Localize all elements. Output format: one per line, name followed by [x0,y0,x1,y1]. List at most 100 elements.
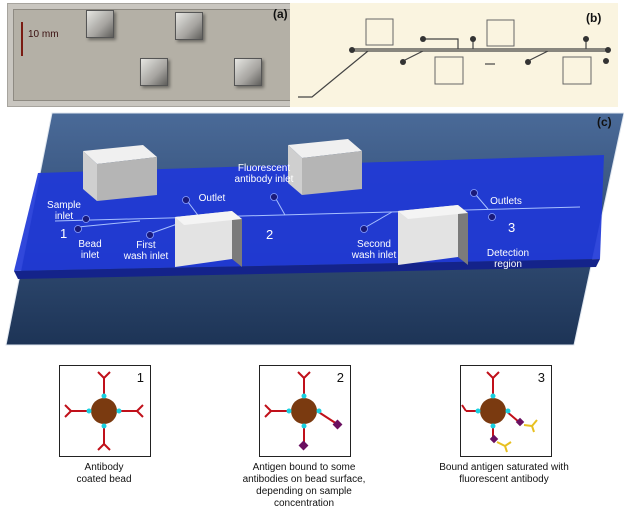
bead [291,398,317,424]
port-6 [583,36,589,42]
stage-1-box: 1 [59,365,151,457]
fluorescent-antibody-2 [523,419,538,433]
bead-diagram-2 [264,371,343,451]
magnet-1-top [83,145,157,164]
stage-3-marker: 3 [508,220,516,235]
port-3 [420,36,426,42]
stage-2-marker: 2 [266,227,274,242]
port-8 [603,58,609,64]
linker-bottom [301,423,307,429]
port-4 [470,36,476,42]
fluidic-outlets [475,194,489,210]
channel-layer-edge [14,259,600,279]
magnet-3-front [175,211,232,267]
channel-schematic: (b) [290,3,618,107]
outlet-port [182,196,190,204]
fluidic-sample [77,220,141,228]
inlet-port-wash [146,231,154,239]
antigen-1 [298,440,309,451]
magnet-2-top [288,139,362,158]
inlet-port-bead [74,225,82,233]
magnet-3-top [175,211,242,225]
linker-right [316,408,322,414]
panel-c-label: (c) [597,115,612,129]
fluidic-antibody [275,198,286,216]
outlet-label: Outlet [198,193,226,204]
device-rendering-svg [5,112,624,346]
magnet-4-front [398,205,458,265]
scale-bar [21,22,23,56]
antigen-1 [489,434,499,444]
stage-3-box: 3 [460,365,552,457]
stage-2-number: 2 [336,370,344,385]
magnet-1-front [97,157,157,201]
outlets-label: Outlets [490,196,522,207]
panel-a-label: (a) [273,7,288,21]
panel-b-label: (b) [586,11,602,25]
bead-diagram-1 [64,371,144,451]
linker-left [475,408,481,414]
inlet-port-sample [82,215,90,223]
wash-branch [402,50,424,62]
fluidic-wash2 [365,211,393,228]
magnet-1-left [83,151,97,201]
magnet-top-left [86,10,114,38]
magnet-top-right [175,12,203,40]
linker-bottom [101,423,107,429]
stage-3-number: 3 [537,370,545,385]
antibody-right [316,410,338,425]
port-7 [605,47,611,53]
linker-top [301,393,307,399]
bead-diagram-3 [461,371,538,453]
stage-1-number: 1 [136,370,144,385]
magnet-4-top [398,205,468,219]
antibody-port [270,193,278,201]
wash2-branch [527,50,549,62]
linker-top [101,393,107,399]
magnet-bottom-right [234,58,262,86]
magnet-3-side [232,211,242,267]
scale-label: 10 mm [28,29,59,40]
port-5 [525,59,531,65]
magnet-outline-4 [562,56,592,85]
sample-branch [298,50,369,98]
magnet-outline-1 [365,18,394,46]
wash2-port [360,225,368,233]
linker-top [490,393,496,399]
magnet-outline-2 [486,19,515,47]
stage-1-marker: 1 [60,226,68,241]
linker-bottom [490,423,496,429]
port-2 [400,59,406,65]
bead [480,398,506,424]
stage-2-box: 2 [259,365,351,457]
linker-right [505,408,511,414]
fluorescent-antibody-1 [496,441,512,453]
schematic-svg [298,18,611,98]
outlet-port-3 [488,213,496,221]
magnet-4-side [458,205,468,265]
linker-right [116,408,122,414]
magnet-bottom-left [140,58,168,86]
magnet-outline-3 [434,56,464,85]
magnet-2-front [302,151,362,195]
linker-left [86,408,92,414]
bead [91,398,117,424]
linker-left [286,408,292,414]
magnet-2-left [288,145,302,195]
port-1 [349,47,355,53]
fluidic-main [54,206,581,222]
chip-photo [13,9,300,101]
device-photo: 10 mm (a) [7,3,306,107]
outlet-branch [423,38,459,49]
outlet-port-2 [470,189,478,197]
